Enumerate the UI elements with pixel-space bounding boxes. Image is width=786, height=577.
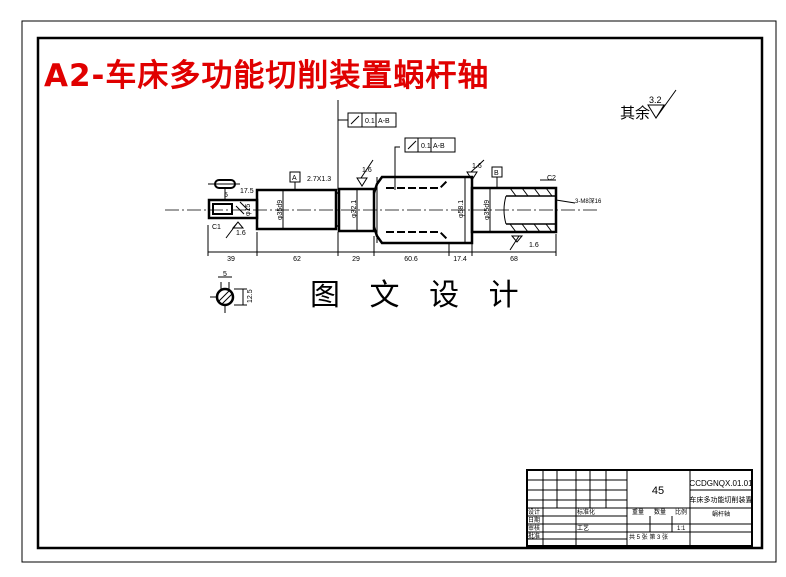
section-depth: 12.5 bbox=[247, 289, 254, 303]
key-width: 5 bbox=[224, 192, 228, 199]
roughness-value: 3.2 bbox=[649, 95, 662, 105]
dim-length: 68 bbox=[510, 256, 518, 263]
material: 45 bbox=[652, 485, 664, 497]
roughness: 1.6 bbox=[362, 167, 372, 174]
dim-diameter: φ35d9 bbox=[277, 200, 284, 220]
roughness: 1.6 bbox=[529, 242, 539, 249]
dim-diameter: φ35d9 bbox=[484, 200, 491, 220]
chamfer: C1 bbox=[212, 224, 221, 231]
drawing-title: A2-车床多功能切削装置蜗杆轴 bbox=[44, 58, 490, 94]
tol-datum: A-B bbox=[378, 118, 390, 125]
dim-length: 29 bbox=[352, 256, 360, 263]
scale-label: 比例 bbox=[675, 508, 687, 516]
runout-icon bbox=[407, 140, 417, 150]
dim-length: 60.6 bbox=[404, 256, 418, 263]
key-length: 17.5 bbox=[240, 188, 254, 195]
assembly-name: 车床多功能切削装置 bbox=[690, 495, 753, 504]
tb-label: 设计 bbox=[528, 508, 540, 516]
dim-length: 62 bbox=[293, 256, 301, 263]
dim-length: 17.4 bbox=[453, 256, 467, 263]
thread-note: 3-M8深16 bbox=[575, 197, 602, 205]
roughness: 1.6 bbox=[472, 163, 482, 170]
dim-diameter: φ32.1 bbox=[351, 200, 358, 218]
dim-length: 39 bbox=[227, 256, 235, 263]
outer-border bbox=[21, 20, 777, 563]
title-block bbox=[526, 469, 753, 547]
tb-label: 日期 bbox=[528, 516, 540, 524]
sheet-count: 共 5 张 第 3 张 bbox=[629, 533, 668, 541]
tb-label: 审核 bbox=[528, 524, 540, 532]
roughness-note-label: 其余 bbox=[620, 104, 651, 122]
part-name: 蜗杆轴 bbox=[712, 510, 730, 518]
tol-value: 0.1 bbox=[365, 118, 375, 125]
dim-diameter: φ58.1 bbox=[458, 200, 465, 218]
datum-b: B bbox=[494, 170, 499, 177]
tol-value: 0.1 bbox=[421, 143, 431, 150]
watermark: 图 文 设 计 bbox=[310, 278, 529, 313]
tb-label: 批准 bbox=[528, 532, 540, 540]
tb-label: 标准化 bbox=[577, 508, 595, 516]
roughness: 1.6 bbox=[236, 230, 246, 237]
tb-label: 工艺 bbox=[577, 524, 589, 532]
weight-label: 重量 bbox=[632, 508, 644, 516]
inner-border bbox=[36, 36, 764, 550]
chamfer: C2 bbox=[547, 175, 556, 182]
drawing-number: CCDGNQX.01.01 bbox=[689, 479, 753, 488]
section-key-width: 5 bbox=[223, 271, 227, 278]
qty-label: 数量 bbox=[654, 508, 666, 516]
datum-a: A bbox=[292, 175, 297, 182]
tol-datum: A-B bbox=[433, 143, 445, 150]
groove-dim: 2.7X1.3 bbox=[307, 176, 331, 183]
scale: 1:1 bbox=[677, 526, 686, 532]
dim-diameter: φ15 bbox=[245, 204, 252, 216]
